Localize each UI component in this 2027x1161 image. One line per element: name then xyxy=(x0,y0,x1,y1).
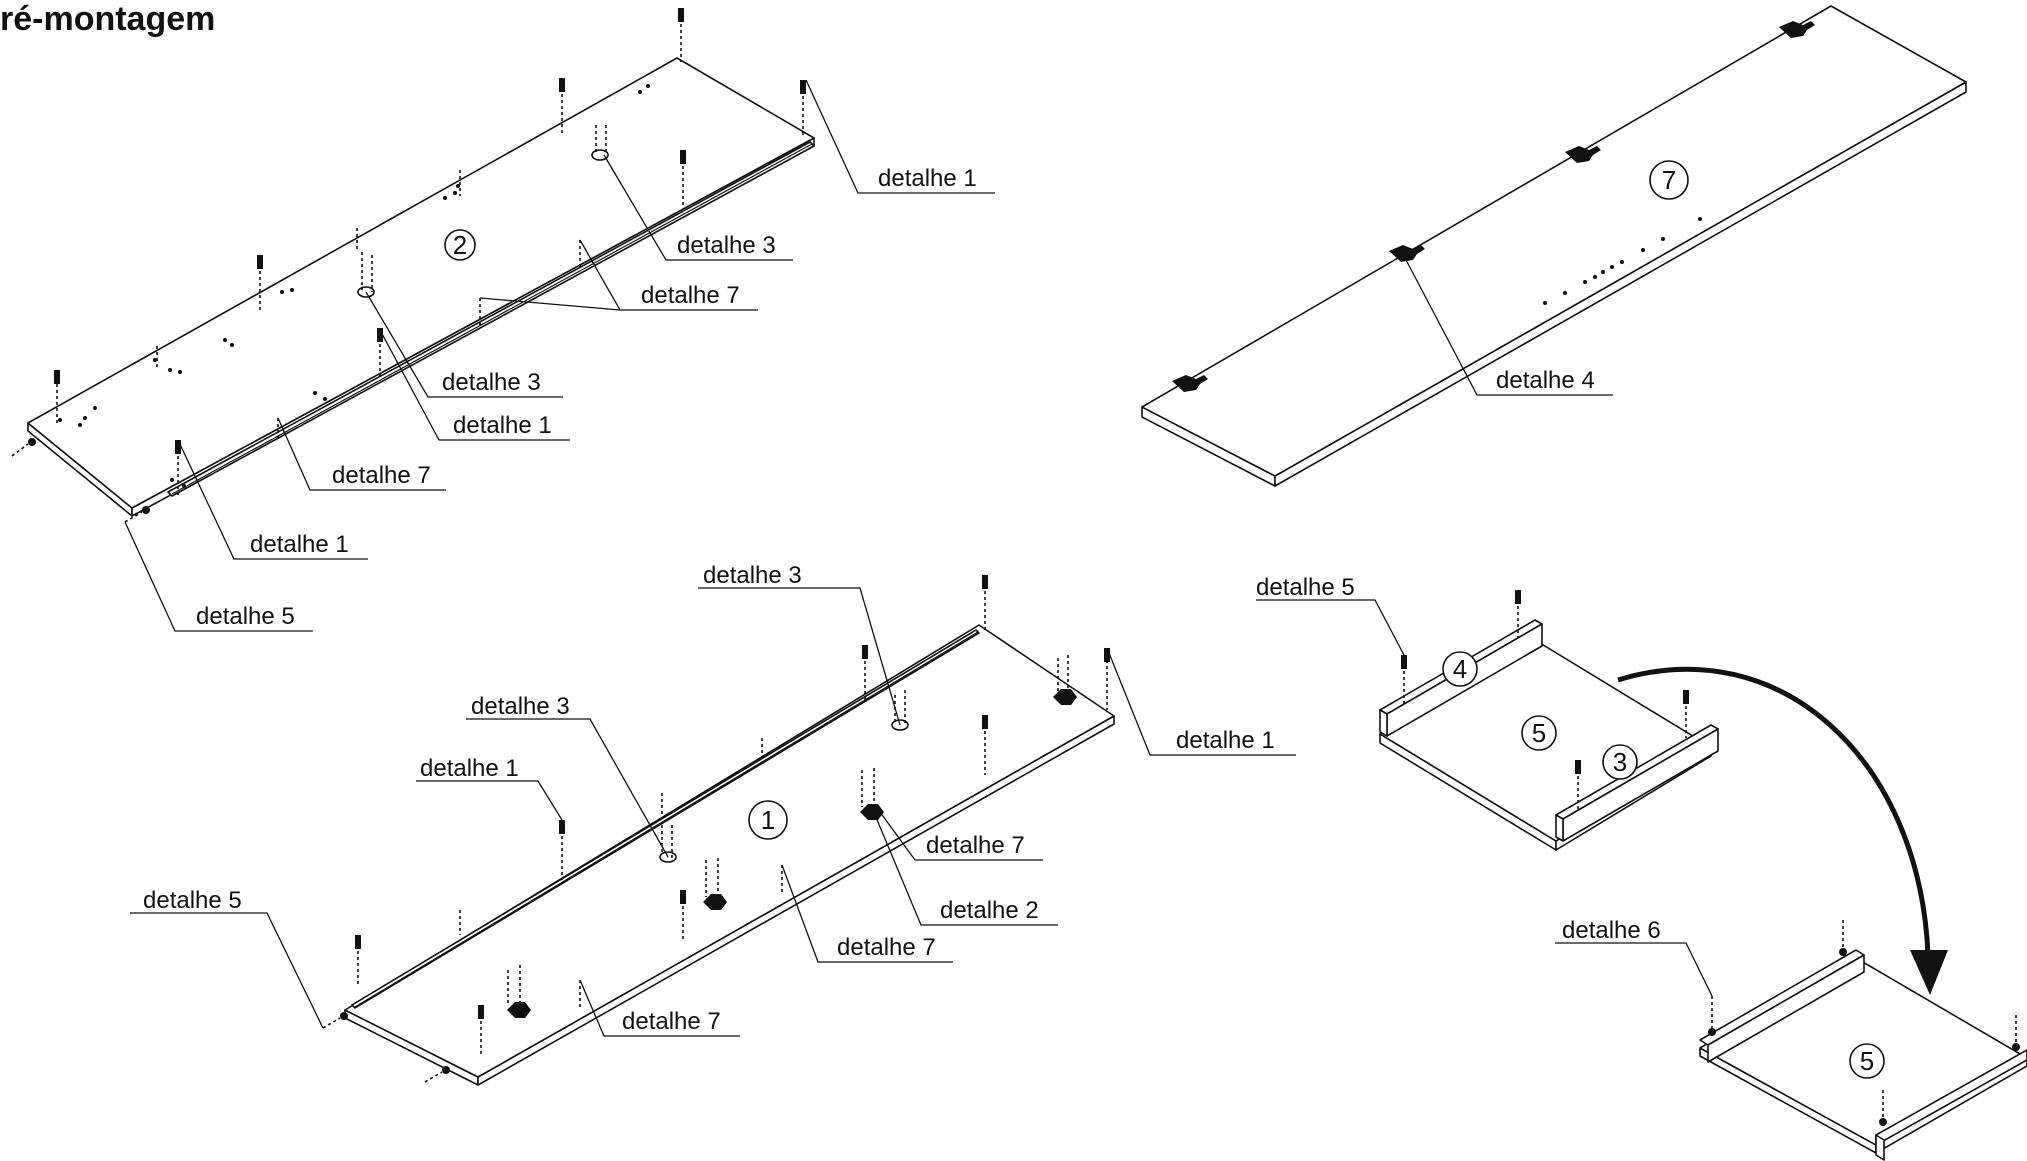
part-number-3-circle xyxy=(1602,744,1638,780)
callout-detail-6: detalhe 6 xyxy=(1562,917,1661,944)
part-number-2: 2 xyxy=(453,230,467,260)
callout-detail-7: detalhe 7 xyxy=(641,282,740,309)
callout-detail-3: detalhe 3 xyxy=(677,232,776,259)
part-number-7: 7 xyxy=(1662,165,1676,195)
hole-dots xyxy=(1543,217,1702,305)
callout-detail-3: detalhe 3 xyxy=(703,562,802,589)
part-number-5-circle xyxy=(1521,715,1557,751)
panel-7: 7 detalhe 4 xyxy=(1141,5,1967,487)
callout-detail-5: detalhe 5 xyxy=(143,887,242,914)
panel-2-callouts: detalhe 1 detalhe 3 detalhe 7 detalhe 3 … xyxy=(124,79,995,632)
callout-detail-5: detalhe 5 xyxy=(1256,574,1355,601)
flip-arrow-icon xyxy=(1617,666,1948,995)
part-number-4: 4 xyxy=(1453,654,1467,684)
callout-detail-4: detalhe 4 xyxy=(1496,367,1595,394)
hole-dots xyxy=(58,84,650,488)
part-number-5: 5 xyxy=(1532,718,1546,748)
part-number-5: 5 xyxy=(1860,1046,1874,1076)
screws xyxy=(1401,590,1689,810)
dowel-pins xyxy=(355,575,1110,1055)
part-number-7-circle xyxy=(1649,160,1689,200)
page-title: ré-montagem xyxy=(0,0,215,38)
panel-1: 1 xyxy=(322,575,1115,1086)
callout-detail-3: detalhe 3 xyxy=(442,369,541,396)
part-number-3: 3 xyxy=(1613,747,1627,777)
feet-screws xyxy=(1708,920,2020,1126)
hinge-icons xyxy=(1172,21,1815,392)
callout-detail-1: detalhe 1 xyxy=(453,412,552,439)
callout-detail-5: detalhe 5 xyxy=(196,603,295,630)
part-number-1-circle xyxy=(748,800,788,840)
callout-detail-7: detalhe 7 xyxy=(622,1008,721,1035)
part-number-1: 1 xyxy=(761,805,775,835)
callout-detail-7: detalhe 7 xyxy=(332,462,431,489)
panel-2: 2 xyxy=(11,8,815,523)
part-number-4-circle xyxy=(1442,651,1478,687)
callout-detail-3: detalhe 3 xyxy=(471,693,570,720)
callout-detail-1: detalhe 1 xyxy=(1176,727,1275,754)
hinge-mounts xyxy=(507,655,1077,1018)
callout-detail-2: detalhe 2 xyxy=(940,897,1039,924)
dowel-pins xyxy=(54,8,806,495)
callout-detail-1: detalhe 1 xyxy=(250,531,349,558)
panel-1-callouts: detalhe 3 detalhe 3 detalhe 1 detalhe 1 … xyxy=(130,562,1296,1037)
callout-detail-1: detalhe 1 xyxy=(420,755,519,782)
part-number-2-circle xyxy=(444,229,476,261)
callout-detail-7: detalhe 7 xyxy=(926,832,1025,859)
callout-detail-7: detalhe 7 xyxy=(837,934,936,961)
base-assembly-top: 4 5 3 detalhe 5 xyxy=(1256,574,1719,851)
part-number-5-circle xyxy=(1849,1043,1885,1079)
callout-detail-1: detalhe 1 xyxy=(878,165,977,192)
base-assembly-bottom: 5 detalhe 6 xyxy=(1555,917,2027,1161)
